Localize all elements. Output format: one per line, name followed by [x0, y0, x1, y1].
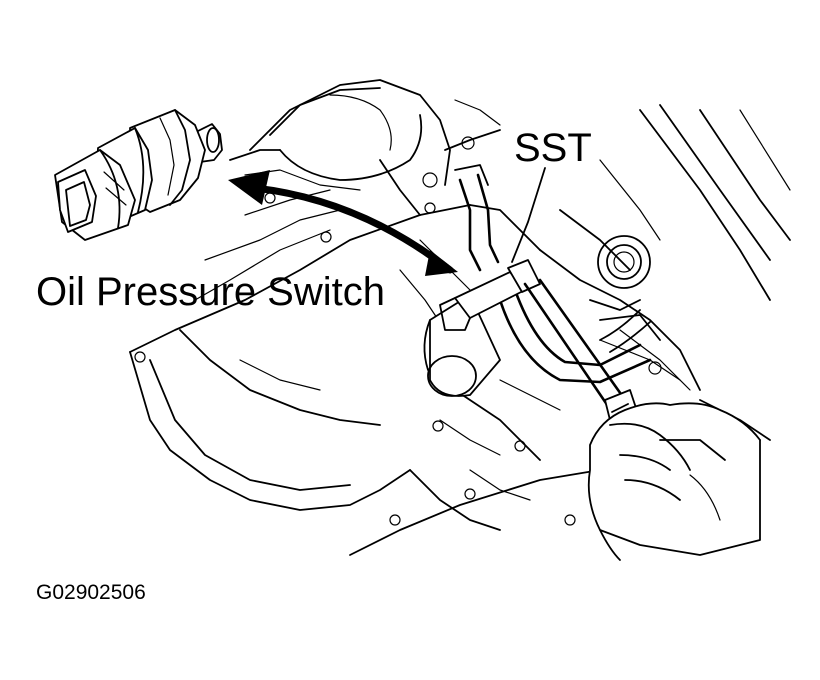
hand [587, 402, 761, 561]
oil-pressure-switch-label: Oil Pressure Switch [36, 270, 385, 314]
oil-filter [423, 294, 501, 397]
oil-pipes [454, 164, 652, 384]
figure-code: G02902506 [36, 581, 146, 604]
removal-arrow [228, 170, 458, 276]
sst-leader-line [511, 167, 546, 263]
engine-upper-cover [229, 79, 501, 216]
oil-pressure-switch-illustration [54, 109, 223, 241]
sst-label: SST [514, 126, 592, 170]
